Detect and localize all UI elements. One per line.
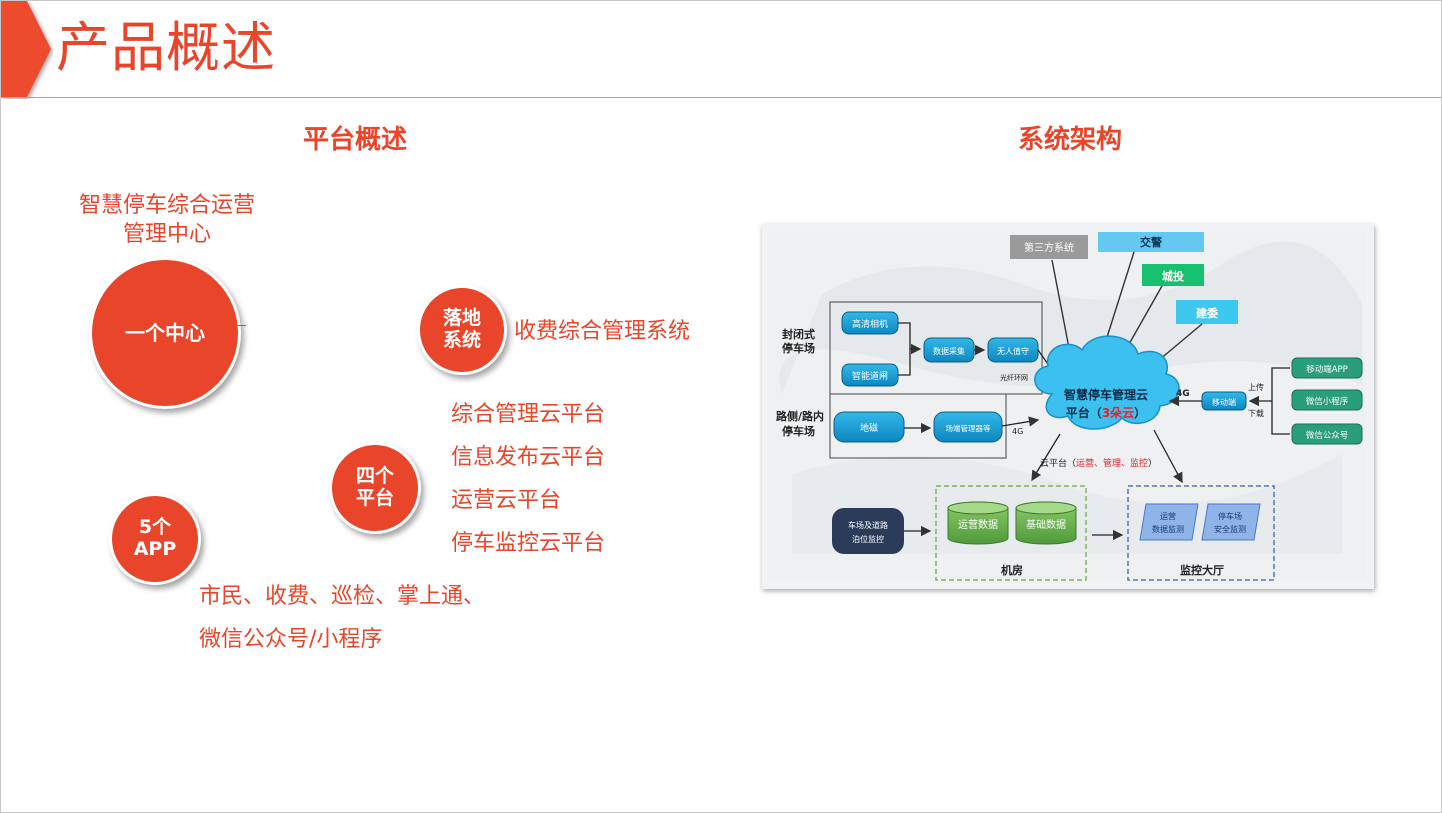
dg-cloud-platform-items: 运营、管理、监控 (1076, 457, 1148, 469)
dg-cloud-2-line: 平台（3朵云） (1066, 405, 1146, 420)
dg-fiber-ring: 光纤环网 (1000, 373, 1028, 382)
diagram-shape (933, 411, 1003, 443)
dg-ops-data: 运营数据 (958, 518, 998, 531)
circle-app-line2: APP (133, 538, 177, 560)
diagram-shape (1001, 416, 1040, 427)
circle-landing-system: 落地系统 (417, 285, 507, 375)
dg-site-manager: 场端管理器等 (946, 423, 991, 433)
platform-list: 综合管理云平台 信息发布云平台 运营云平台 停车监控云平台 (451, 393, 605, 565)
diagram-shape (1142, 264, 1204, 286)
circle-platform-line1: 四个 (355, 465, 394, 488)
dg-roadside-2: 停车场 (782, 424, 815, 438)
dg-server-room: 机房 (1001, 563, 1023, 577)
dg-upload: 上传 (1248, 382, 1264, 392)
dg-cloud-1: 智慧停车管理云 (1063, 387, 1148, 402)
center-description-line1: 智慧停车综合运营 (78, 193, 255, 218)
center-description: 智慧停车综合运营 管理中心 (67, 191, 267, 249)
diagram-shape (1127, 485, 1275, 581)
dg-lot-safety-2: 安全监测 (1214, 524, 1246, 534)
dg-cloud-3: 3朵云 (1102, 405, 1134, 420)
dg-cloud-platform-line: 云平台（运营、管理、监控） (1040, 457, 1157, 469)
diagram-shape (935, 485, 1087, 581)
dg-mobile-hub: 移动端 (1212, 397, 1236, 407)
apps-description-line1: 市民、收费、巡检、掌上通、 (199, 584, 486, 609)
dg-ops-monitor-2: 数据监测 (1152, 524, 1184, 534)
diagram-shape (947, 501, 1009, 515)
circle-one-center-label: 一个中心 (125, 320, 205, 345)
diagram-shape (1010, 235, 1088, 259)
page-title: 产品概述 (56, 16, 276, 79)
dg-cloud-2: 平台（ (1066, 405, 1102, 420)
diagram-shape (1034, 335, 1180, 430)
dg-download: 下载 (1248, 408, 1264, 418)
dg-ops-monitor-1: 运营 (1160, 511, 1176, 521)
dg-hd-camera: 高清相机 (852, 318, 888, 330)
dg-enclosed-lot-2: 停车场 (782, 341, 815, 355)
diagram-shape (898, 322, 920, 376)
architecture-diagram: 第三方系统 交警 城投 建委 封闭式 停车场 高清相机 智能道闸 数据采集 (762, 224, 1374, 589)
dg-geomagnetic: 地磁 (860, 422, 878, 434)
platform-item: 运营云平台 (451, 488, 562, 513)
diagram-shape (1250, 367, 1290, 435)
dg-wechat-mini: 微信小程序 (1306, 396, 1349, 407)
dg-wechat-pub: 微信公众号 (1306, 430, 1349, 441)
section-heading-platform-overview: 平台概述 (303, 125, 408, 155)
apps-description-line2: 微信公众号/小程序 (199, 627, 383, 652)
platform-item: 信息发布云平台 (451, 445, 606, 470)
dg-4g-b: 4G (1176, 389, 1190, 399)
corner-arrow-decoration (1, 1, 51, 97)
diagram-shape (829, 393, 1007, 459)
dg-lot-safety-1: 停车场 (1218, 511, 1242, 521)
diagram-shape (1201, 503, 1261, 541)
dg-plate-monitor-1: 车场及道路 (848, 520, 888, 530)
diagram-shape (1291, 423, 1363, 445)
diagram-shape (1031, 433, 1061, 482)
dg-construction: 建委 (1196, 306, 1219, 320)
dg-smart-gate: 智能道闸 (852, 370, 888, 382)
diagram-shape (1291, 357, 1363, 379)
dg-monitor-hall: 监控大厅 (1180, 563, 1224, 577)
circle-one-center: 一个中心 (89, 257, 241, 409)
dg-roadside-1: 路侧/路内 (776, 409, 824, 423)
diagram-shape (1153, 429, 1183, 484)
diagram-shape (1176, 300, 1238, 324)
platform-item: 综合管理云平台 (451, 402, 606, 427)
dg-urban-mgmt: 城投 (1162, 269, 1184, 283)
diagram-shape (1098, 232, 1204, 252)
diagram-shape (832, 508, 904, 554)
diagram-shape (1291, 389, 1363, 411)
dg-data-collect: 数据采集 (933, 346, 965, 356)
dg-unattended: 无人值守 (997, 346, 1029, 356)
dg-4g-a: 4G (1012, 427, 1023, 436)
circle-landing-line1: 落地 (442, 307, 481, 330)
circle-landing-line2: 系统 (442, 329, 481, 351)
diagram-shape (1015, 501, 1077, 515)
title-divider (1, 97, 1441, 98)
apps-description: 市民、收费、巡检、掌上通、 微信公众号/小程序 (199, 575, 485, 661)
dg-base-data: 基础数据 (1026, 518, 1066, 531)
dg-cloud-platform-close: ） (1148, 458, 1157, 469)
center-description-line2: 管理中心 (122, 222, 211, 247)
connector-line (238, 325, 246, 326)
platform-item: 停车监控云平台 (451, 531, 606, 556)
dg-enclosed-lot-1: 封闭式 (782, 327, 815, 341)
dg-cloud-4: ） (1134, 405, 1146, 420)
diagram-shape (1, 1, 51, 97)
circle-four-platforms: 四个平台 (329, 442, 421, 534)
diagram-shape (1139, 503, 1199, 541)
circle-app-line1: 5个 (138, 516, 172, 539)
diagram-shape (833, 411, 905, 443)
dg-third-party: 第三方系统 (1024, 241, 1074, 254)
dg-cloud-platform-label: 云平台（ (1040, 457, 1076, 469)
circle-platform-line2: 平台 (355, 487, 394, 509)
dg-plate-monitor-2: 泊位监控 (852, 534, 884, 544)
dg-traffic-police: 交警 (1140, 235, 1162, 249)
landing-system-text: 收费综合管理系统 (514, 319, 691, 344)
dg-mobile-app: 移动端APP (1306, 364, 1348, 375)
section-heading-system-architecture: 系统架构 (1018, 125, 1123, 155)
